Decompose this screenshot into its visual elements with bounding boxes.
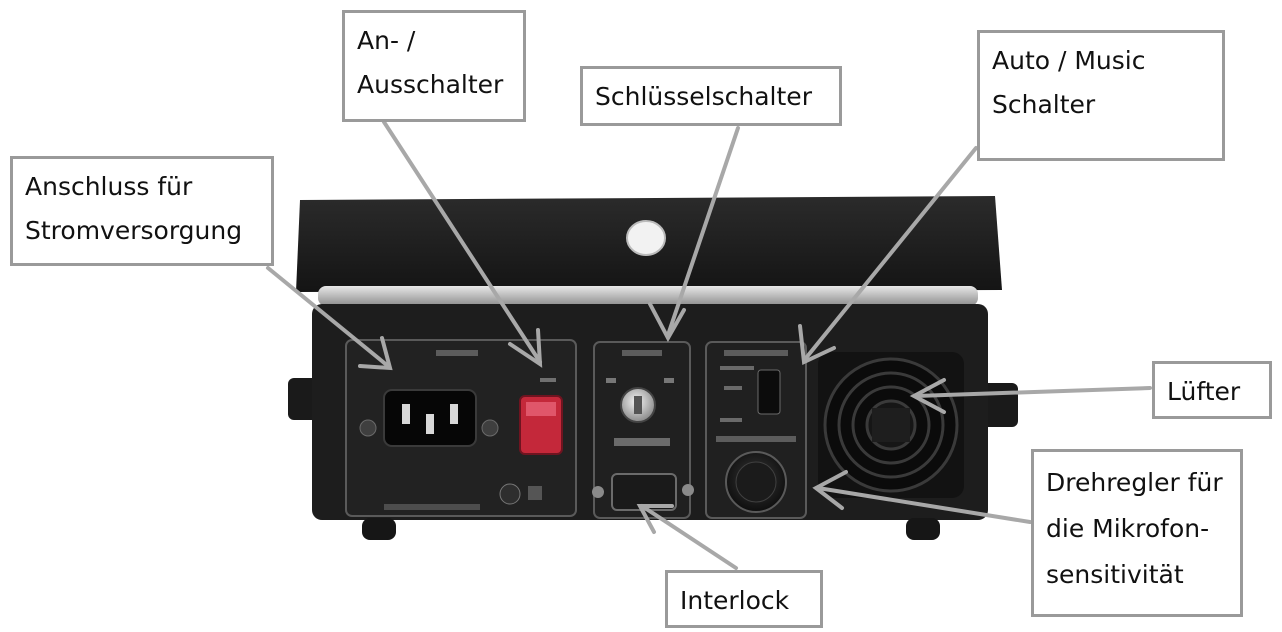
- foot-left: [362, 518, 396, 540]
- foot-right: [906, 518, 940, 540]
- leader-power-connector: [266, 266, 390, 368]
- leader-interlock: [640, 504, 738, 570]
- callout-text: Schalter: [992, 90, 1096, 119]
- mode-mic-module: [705, 341, 807, 519]
- leader-fan: [914, 386, 1152, 398]
- chrome-rail: [318, 286, 978, 306]
- leader-lines: [266, 120, 1152, 570]
- callout-auto-music-switch: Auto / Music Schalter: [977, 30, 1225, 161]
- callout-text: Auto / Music: [992, 46, 1146, 75]
- callout-text: An- /: [357, 26, 416, 55]
- callout-on-off-switch: An- / Ausschalter: [342, 10, 526, 122]
- callout-key-switch: Schlüsselschalter: [580, 66, 842, 126]
- laser-device: [288, 196, 1018, 540]
- callout-text: Stromversorgung: [25, 216, 243, 245]
- callout-fan: Lüfter: [1152, 361, 1272, 419]
- auto-music-toggle: [757, 369, 781, 415]
- callout-text: die Mikrofon-: [1046, 514, 1210, 543]
- leader-key-switch: [666, 126, 740, 337]
- power-module: [345, 339, 577, 517]
- leader-auto-music: [804, 146, 978, 360]
- leader-mic-knob: [816, 486, 1032, 524]
- callout-text: Drehregler für: [1046, 468, 1223, 497]
- callout-text: sensitivität: [1046, 560, 1184, 589]
- mounting-hole: [626, 220, 666, 256]
- callout-text: Interlock: [680, 586, 790, 615]
- callout-text: Schlüsselschalter: [595, 82, 812, 111]
- callout-text: Ausschalter: [357, 70, 504, 99]
- fuse-holder: [499, 483, 521, 505]
- key-interlock-module: [592, 341, 694, 519]
- callout-mic-sensitivity-knob: Drehregler für die Mikrofon- sensitivitä…: [1031, 449, 1243, 617]
- callout-text: Lüfter: [1167, 377, 1241, 406]
- leader-on-off: [382, 120, 542, 364]
- callout-power-connector: Anschluss für Stromversorgung: [10, 156, 274, 266]
- callout-text: Anschluss für: [25, 172, 193, 201]
- callout-interlock: Interlock: [665, 570, 823, 628]
